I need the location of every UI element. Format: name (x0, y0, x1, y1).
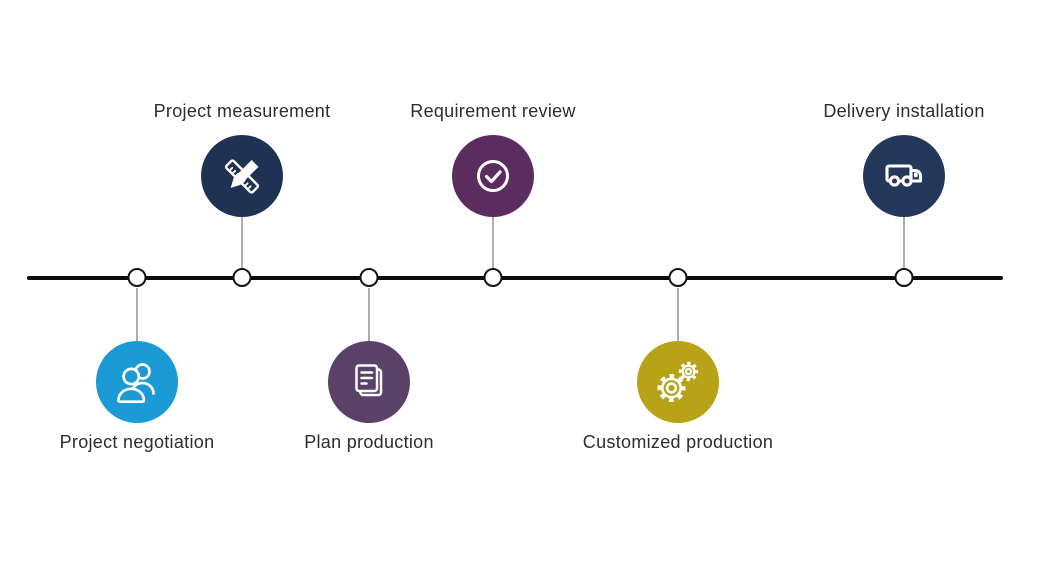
check-circle-icon (477, 160, 509, 192)
step-icon-circle (201, 135, 283, 217)
connector-line (677, 288, 679, 342)
timeline-node (127, 268, 147, 287)
users-icon (117, 363, 155, 404)
step-label: Plan production (304, 432, 434, 452)
step-icon-circle (328, 341, 410, 423)
step-label: Customized production (582, 432, 774, 452)
step-icon-circle (452, 135, 534, 217)
step-label: Project negotiation (59, 432, 215, 452)
step-icon-circle (863, 135, 945, 217)
document-icon (355, 364, 383, 397)
step-label: Project measurement (153, 101, 331, 121)
truck-icon (885, 164, 923, 187)
step-icon-circle (637, 341, 719, 423)
step-label: Delivery installation (823, 101, 985, 121)
gears-icon (657, 361, 699, 402)
connector-line (903, 216, 905, 269)
timeline-node (359, 268, 379, 287)
connector-line (492, 216, 494, 269)
timeline-node (668, 268, 688, 287)
ruler-pencil-icon (224, 159, 260, 194)
connector-line (241, 216, 243, 269)
timeline-node (894, 268, 914, 287)
connector-line (368, 288, 370, 342)
step-label: Requirement review (410, 101, 576, 121)
timeline-node (483, 268, 503, 287)
timeline-node (232, 268, 252, 287)
connector-line (136, 288, 138, 342)
step-icon-circle (96, 341, 178, 423)
timeline-line (27, 276, 1003, 280)
